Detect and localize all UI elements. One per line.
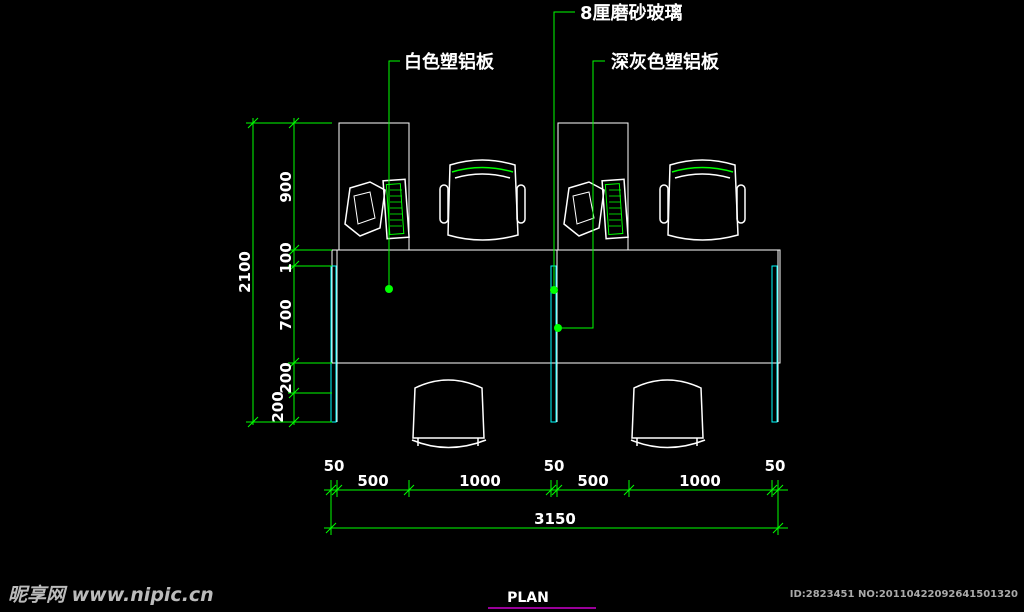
partition-legs	[336, 250, 779, 422]
dim-total-vertical: 2100	[236, 251, 254, 293]
chair-back-left	[439, 159, 526, 241]
watermark-logo: 昵享网 www.nipic.cn	[8, 584, 214, 606]
label-white-panel: 白色塑铝板	[404, 51, 495, 73]
drawing-title: PLAN	[507, 590, 549, 606]
chair-back-right	[659, 159, 746, 241]
leader-lines	[388, 11, 605, 329]
chair-front-right	[630, 379, 706, 449]
dim-200-a: 200	[277, 362, 295, 393]
label-gray-panel: 深灰色塑铝板	[611, 51, 720, 73]
dim-total-horizontal: 3150	[534, 510, 576, 528]
dim-500-b: 500	[577, 472, 608, 490]
dim-500-a: 500	[357, 472, 388, 490]
watermark-id: ID:2823451 NO:20110422092641501320	[790, 589, 1018, 600]
chair-front-left	[411, 379, 487, 449]
computer-set-left	[344, 178, 410, 240]
dim-100: 100	[277, 242, 295, 273]
label-glass: 8厘磨砂玻璃	[580, 2, 683, 24]
dim-1000-b: 1000	[679, 472, 721, 490]
dim-200-b: 200	[269, 391, 287, 422]
vertical-dimension-lines	[246, 117, 332, 428]
dim-1000-a: 1000	[459, 472, 501, 490]
dim-50-a: 50	[324, 457, 345, 475]
dim-50-b: 50	[544, 457, 565, 475]
dim-50-c: 50	[765, 457, 786, 475]
horizontal-dimension-lines	[324, 480, 788, 535]
leader-dots	[385, 285, 562, 332]
dim-700: 700	[277, 299, 295, 330]
computer-set-right	[563, 178, 629, 240]
dim-900: 900	[277, 171, 295, 202]
